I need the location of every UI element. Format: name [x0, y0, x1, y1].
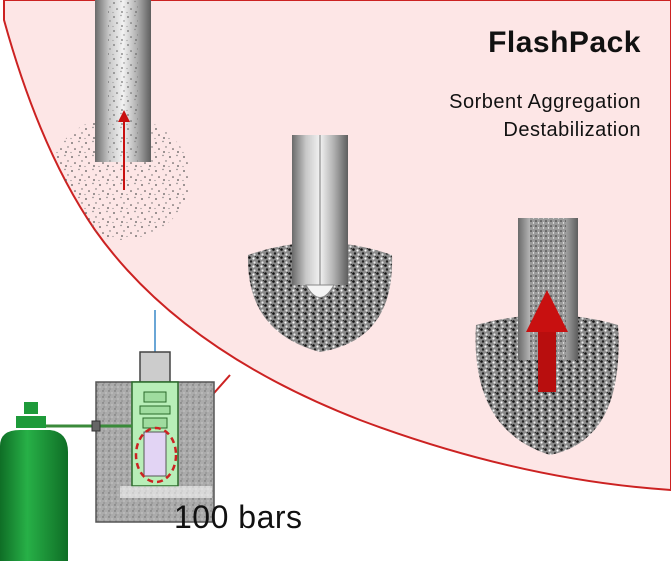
stage-dense-packing	[247, 135, 393, 352]
pressure-label: 100 bars	[174, 499, 303, 535]
diagram-title: FlashPack	[488, 26, 641, 59]
subtitle-line-2: Destabilization	[503, 119, 641, 141]
pressure-chamber-icon	[95, 351, 215, 523]
flow-arrow-icon	[118, 110, 130, 190]
subtitle-line-1: Sorbent Aggregation	[449, 91, 641, 113]
stage-aggregation	[475, 218, 619, 455]
flow-arrow-icon	[526, 290, 568, 392]
gas-cylinder-icon	[0, 402, 68, 561]
stage-loose-powder	[50, 0, 190, 240]
